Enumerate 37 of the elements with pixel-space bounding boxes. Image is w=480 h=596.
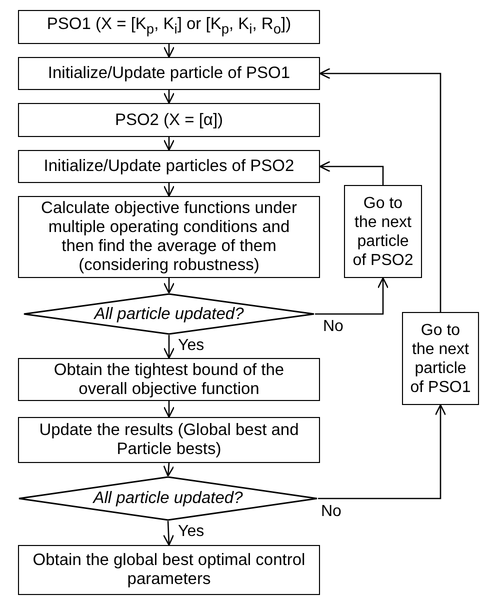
arrow xyxy=(315,277,389,315)
step-text: Obtain the global best optimal control parameters xyxy=(32,551,306,589)
step-text: Initialize/Update particles of PSO2 xyxy=(42,157,296,176)
arrow xyxy=(319,160,384,185)
step-text: Go to the next particle of PSO2 xyxy=(352,194,414,270)
process-box xyxy=(18,196,320,278)
arrow xyxy=(163,462,174,477)
step-text: Update the results (Global best and Particle bests) xyxy=(38,421,300,459)
arrow xyxy=(163,90,175,104)
decision-diamond xyxy=(23,293,315,335)
step-text: Calculate objective functions under multiple operating conditions and then find the average of them (considering robustness) xyxy=(40,199,298,275)
step-text: PSO2 (X = [α]) xyxy=(114,110,224,130)
step-text: PSO1 (X = [K$_{p}$, K$_{i}$] or [K$_{p}$, K$_{i}$, R$_{o}$]) xyxy=(46,15,292,39)
process-box xyxy=(18,545,320,595)
step-text: Obtain the tightest bound of the overall objective function xyxy=(52,360,286,398)
decision-text: All particle updated? xyxy=(92,304,245,324)
arrow xyxy=(163,44,175,58)
process-box xyxy=(18,358,320,401)
process-box xyxy=(402,312,479,405)
arrow xyxy=(318,404,446,500)
arrow xyxy=(163,401,175,418)
arrow xyxy=(163,183,175,197)
decision-text: All particle updated? xyxy=(92,489,244,508)
arrow xyxy=(319,68,442,312)
arrow xyxy=(163,137,175,151)
decision-diamond xyxy=(18,476,318,521)
process-box xyxy=(18,10,320,44)
step-text: Initialize/Update particle of PSO1 xyxy=(46,64,292,83)
process-box xyxy=(18,103,320,137)
process-box xyxy=(18,57,320,90)
step-text: Go to the next particle of PSO1 xyxy=(409,320,472,396)
process-box xyxy=(344,185,422,278)
arrow xyxy=(163,335,175,359)
arrow xyxy=(162,520,174,546)
process-box xyxy=(18,417,320,463)
arrow xyxy=(163,278,175,294)
process-box xyxy=(18,150,320,183)
